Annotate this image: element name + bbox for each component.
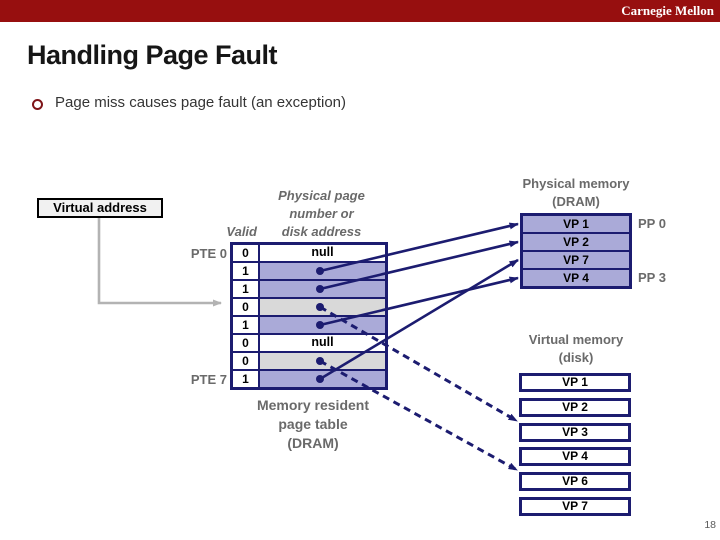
dram-page-row: VP 1 — [523, 216, 629, 232]
pte-entry — [260, 353, 385, 369]
pte-entry — [260, 371, 385, 387]
pte-entry — [260, 317, 385, 333]
page-table-row: 1 — [233, 261, 385, 279]
pte-entry: null — [260, 245, 385, 261]
valid-bit: 1 — [233, 317, 260, 333]
page-title: Handling Page Fault — [27, 40, 278, 70]
valid-column-header: Valid — [226, 224, 257, 239]
disk-page-box: VP 2 — [519, 398, 631, 417]
valid-bit: 0 — [233, 299, 260, 315]
pp-label: PP 0 — [638, 216, 666, 231]
disk-page-box: VP 3 — [519, 423, 631, 442]
dram-page-row: VP 4 — [523, 268, 629, 286]
disk-page-box: VP 1 — [519, 373, 631, 392]
pte-entry — [260, 281, 385, 297]
virtual-address-label: Virtual address — [37, 198, 163, 218]
valid-bit: 0 — [233, 245, 260, 261]
ppn-column-header: Physical page number or disk address — [278, 188, 365, 239]
page-table-row: 1 — [233, 369, 385, 387]
page-table-row: 1 — [233, 315, 385, 333]
disk-page-box: VP 4 — [519, 447, 631, 466]
brand-logo: Carnegie Mellon — [621, 3, 714, 18]
pte7-label: PTE 7 — [190, 372, 227, 387]
page-number: 18 — [704, 519, 716, 531]
dram-page-row: VP 7 — [523, 250, 629, 268]
disk-page-box: VP 6 — [519, 472, 631, 491]
physical-memory-title: Physical memory (DRAM) — [522, 176, 630, 209]
pte-entry — [260, 263, 385, 279]
pte-entry — [260, 299, 385, 315]
valid-bit: 1 — [233, 371, 260, 387]
bullet-text: Page miss causes page fault (an exceptio… — [55, 94, 346, 111]
virtual-memory-title: Virtual memory (disk) — [528, 332, 624, 365]
valid-bit: 1 — [233, 281, 260, 297]
header-bar: Carnegie Mellon — [0, 0, 720, 22]
dram-page-row: VP 2 — [523, 232, 629, 250]
valid-bit: 0 — [233, 353, 260, 369]
bullet-icon — [32, 99, 43, 110]
page-table-caption: Memory resident page table (DRAM) — [256, 397, 370, 451]
pte0-label: PTE 0 — [190, 246, 227, 261]
disk-page-box: VP 7 — [519, 497, 631, 516]
pp-label: PP 3 — [638, 270, 666, 285]
page-table-row: 1 — [233, 279, 385, 297]
valid-bit: 1 — [233, 263, 260, 279]
valid-bit: 0 — [233, 335, 260, 351]
page-table-row: 0 — [233, 351, 385, 369]
page-table-row: 0 — [233, 297, 385, 315]
pte-entry: null — [260, 335, 385, 351]
